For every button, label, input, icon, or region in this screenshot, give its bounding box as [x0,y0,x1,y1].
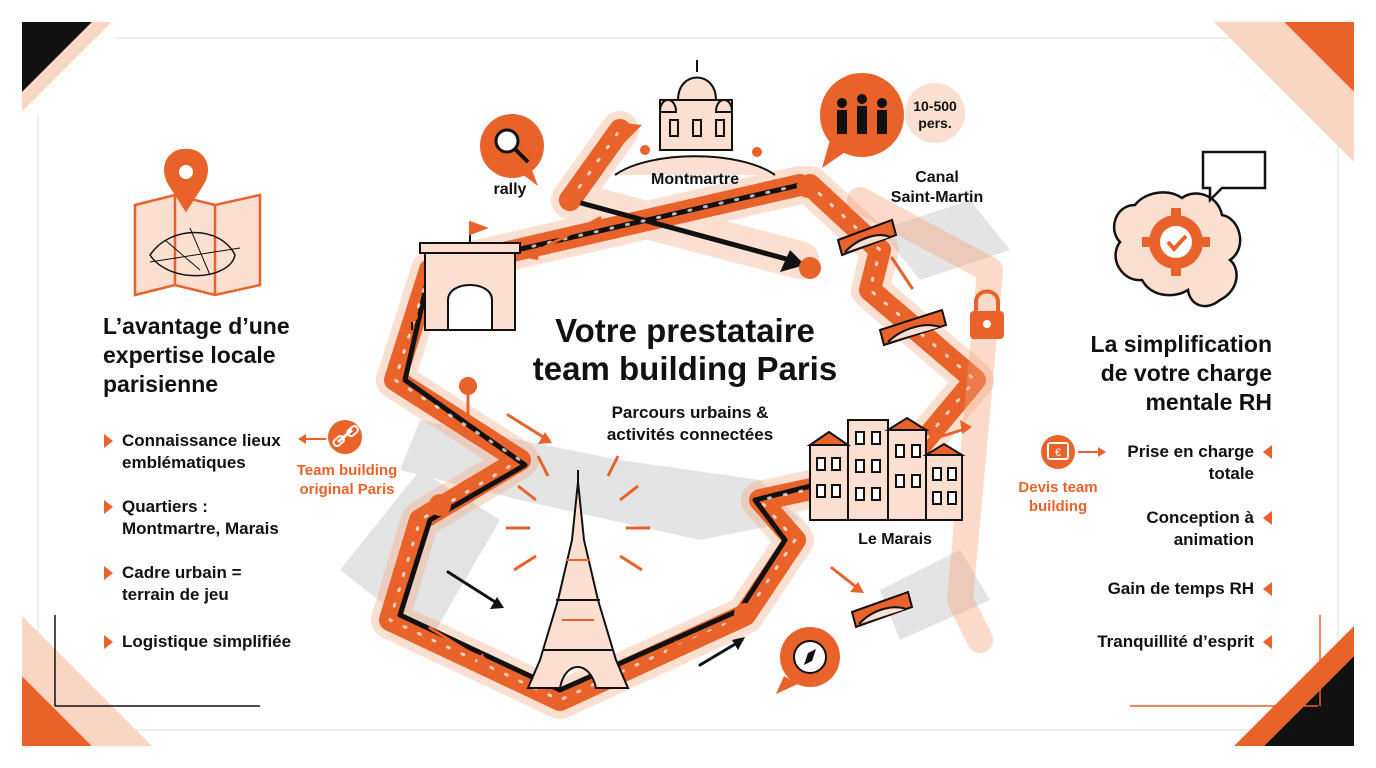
paris-map-icon [133,148,262,297]
bullet-icon [1263,582,1272,596]
main-title: Votre prestataire team building Paris [470,312,900,388]
list-item-line-1: Prise en charge [1127,442,1254,461]
label-le-marais: Le Marais [858,531,932,548]
list-item-line-1: Logistique simplifiée [122,632,292,651]
list-item-line-1: Quartiers : [122,497,208,516]
group-size-line-2: pers. [918,115,952,131]
magnifier-icon [480,114,544,186]
bullet-icon [1263,445,1272,459]
list-item-line-1: Gain de temps RH [1107,579,1254,598]
bullet-icon [104,500,113,514]
right-panel-title-line-2: de votre charge [1100,360,1272,386]
arc-de-triomphe-icon [406,220,521,331]
brain-gear-icon [1112,191,1242,308]
left-note-line-1: Team building [296,462,398,479]
main-title-line-1: Votre prestataire [555,312,815,349]
bullet-icon [104,566,113,580]
bullet-icon [1263,635,1272,649]
list-item-line-2: totale [1208,464,1254,483]
main-subtitle-line-1: Parcours urbains & [611,403,769,422]
list-item-line-1: Cadre urbain = [122,563,242,582]
right-panel-title-line-3: mentale RH [1145,389,1272,415]
bullet-icon [104,434,113,448]
right-panel-title: La simplification de votre charge mental… [1010,330,1272,417]
bullet-icon [104,635,113,649]
label-montmartre: Montmartre [650,171,739,188]
link-icon [298,420,362,454]
main-title-line-2: team building Paris [532,350,838,387]
route-dots [429,176,821,625]
people-group-icon [820,73,965,168]
list-item-line-2: animation [1173,530,1254,549]
left-panel-title-line-3: parisienne [103,371,219,397]
card-frame [22,22,1354,746]
right-panel-title-line-1: La simplification [1090,331,1272,357]
list-item-line-1: Conception à [1146,508,1254,527]
right-list-item: Gain de temps RH [1108,578,1272,600]
direction-arrows [428,216,972,667]
label-canal-line-2: Saint-Martin [890,189,984,206]
left-panel-title-line-2: expertise locale [103,342,276,368]
left-panel-title-line-1: L’avantage d’une [103,313,290,339]
euro-quote-icon: € [1041,435,1106,469]
list-item-line-2: terrain de jeu [122,585,229,604]
left-list-item: Cadre urbain = terrain de jeu [104,562,242,606]
group-size-badge: 10-500 pers. [905,98,965,132]
sacre-coeur-icon [614,60,776,176]
left-list-item: Connaissance lieux emblématiques [104,430,281,474]
right-note-line-1: Devis team [1018,479,1098,496]
svg-text:€: € [1055,447,1061,459]
padlock-icon [970,289,1004,339]
left-panel-title: L’avantage d’une expertise locale parisi… [103,312,363,399]
main-subtitle: Parcours urbains & activités connectées [560,402,820,446]
right-list-item: Tranquillité d’esprit [1097,631,1272,653]
label-rally: rally [493,181,527,198]
list-item-line-1: Tranquillité d’esprit [1097,632,1254,651]
compass-icon [776,627,840,694]
left-note-line-2: original Paris [299,481,395,498]
list-item-line-2: emblématiques [122,453,246,472]
right-note: Devis team building [1000,478,1116,516]
eiffel-tower-icon [506,455,650,689]
route-path [371,111,1003,719]
left-list-item: Quartiers : Montmartre, Marais [104,496,279,540]
right-list-item: Prise en charge totale [1127,441,1272,485]
left-note: Team building original Paris [282,461,412,499]
marais-buildings-icon [806,416,966,521]
right-note-line-2: building [1028,498,1088,515]
label-canal-line-1: Canal [915,169,959,186]
group-size-line-1: 10-500 [913,98,957,114]
bullet-icon [1263,511,1272,525]
list-item-line-1: Connaissance lieux [122,431,281,450]
main-subtitle-line-2: activités connectées [606,425,774,444]
bridge-icon [836,218,948,629]
right-list-item: Conception à animation [1146,507,1272,551]
label-canal-saint-martin: Canal Saint-Martin [872,168,1002,208]
list-item-line-2: Montmartre, Marais [122,519,279,538]
left-list-item: Logistique simplifiée [104,631,291,653]
speech-bubble-icon [1201,150,1267,204]
